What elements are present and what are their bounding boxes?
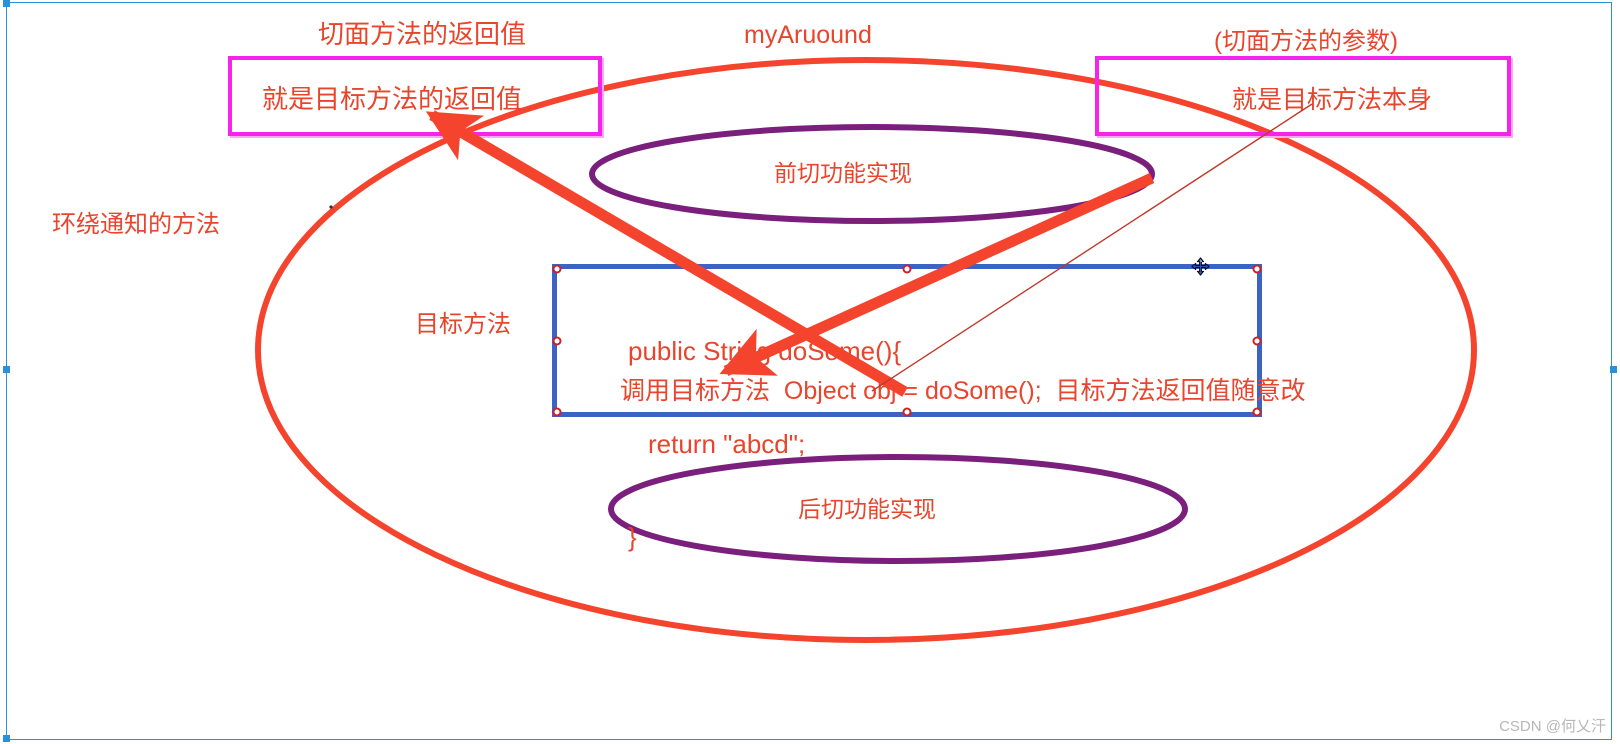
resize-handle-bottom-right[interactable] <box>1252 407 1262 417</box>
resize-handle-bottom-center[interactable] <box>902 407 912 417</box>
watermark: CSDN @何乂汗 <box>1499 718 1606 735</box>
page-title: myAruound <box>744 21 872 49</box>
argument-thin-connector[interactable] <box>871 103 1313 392</box>
argument-callout[interactable] <box>1095 56 1511 136</box>
code-line-2: return "abcd"; <box>648 428 806 459</box>
slide-frame-handle-right[interactable] <box>1610 366 1617 373</box>
resize-handle-bottom-left[interactable] <box>552 407 562 417</box>
before-advice-ellipse[interactable] <box>589 124 1155 224</box>
argument-arrow[interactable] <box>719 172 1155 377</box>
code-line-3: } <box>628 521 637 552</box>
resize-handle-top-center[interactable] <box>902 264 912 274</box>
slide-frame-handle-left[interactable] <box>3 366 10 373</box>
around-advice-ellipse[interactable] <box>255 57 1477 643</box>
argument-body: 就是目标方法本身 <box>1232 86 1433 114</box>
invoke-line: 调用目标方法 Object obj = doSome(); 目标方法返回值随意改 <box>620 377 1306 405</box>
target-method-label: 目标方法 <box>415 311 511 338</box>
argument-caption: (切面方法的参数) <box>1214 28 1398 55</box>
around-advice-label: 环绕通知的方法 <box>52 211 220 238</box>
slide-frame-handle-bottom-left[interactable] <box>3 735 10 742</box>
after-advice-ellipse[interactable] <box>608 454 1188 564</box>
slide-frame-handle-top-left[interactable] <box>3 0 10 7</box>
resize-handle-middle-right[interactable] <box>1252 336 1262 345</box>
return-value-arrow[interactable] <box>425 110 908 397</box>
stray-dot <box>329 205 333 209</box>
target-method-box[interactable] <box>552 264 1262 417</box>
return-value-caption: 切面方法的返回值 <box>318 19 527 49</box>
move-cursor <box>1191 257 1210 276</box>
resize-handle-top-left[interactable] <box>552 264 562 274</box>
resize-handle-middle-left[interactable] <box>552 336 562 345</box>
return-value-body: 就是目标方法的返回值 <box>262 84 523 114</box>
before-advice-label: 前切功能实现 <box>774 160 912 186</box>
return-value-callout[interactable] <box>228 56 602 136</box>
resize-handle-top-right[interactable] <box>1252 264 1262 274</box>
after-advice-label: 后切功能实现 <box>798 496 936 522</box>
